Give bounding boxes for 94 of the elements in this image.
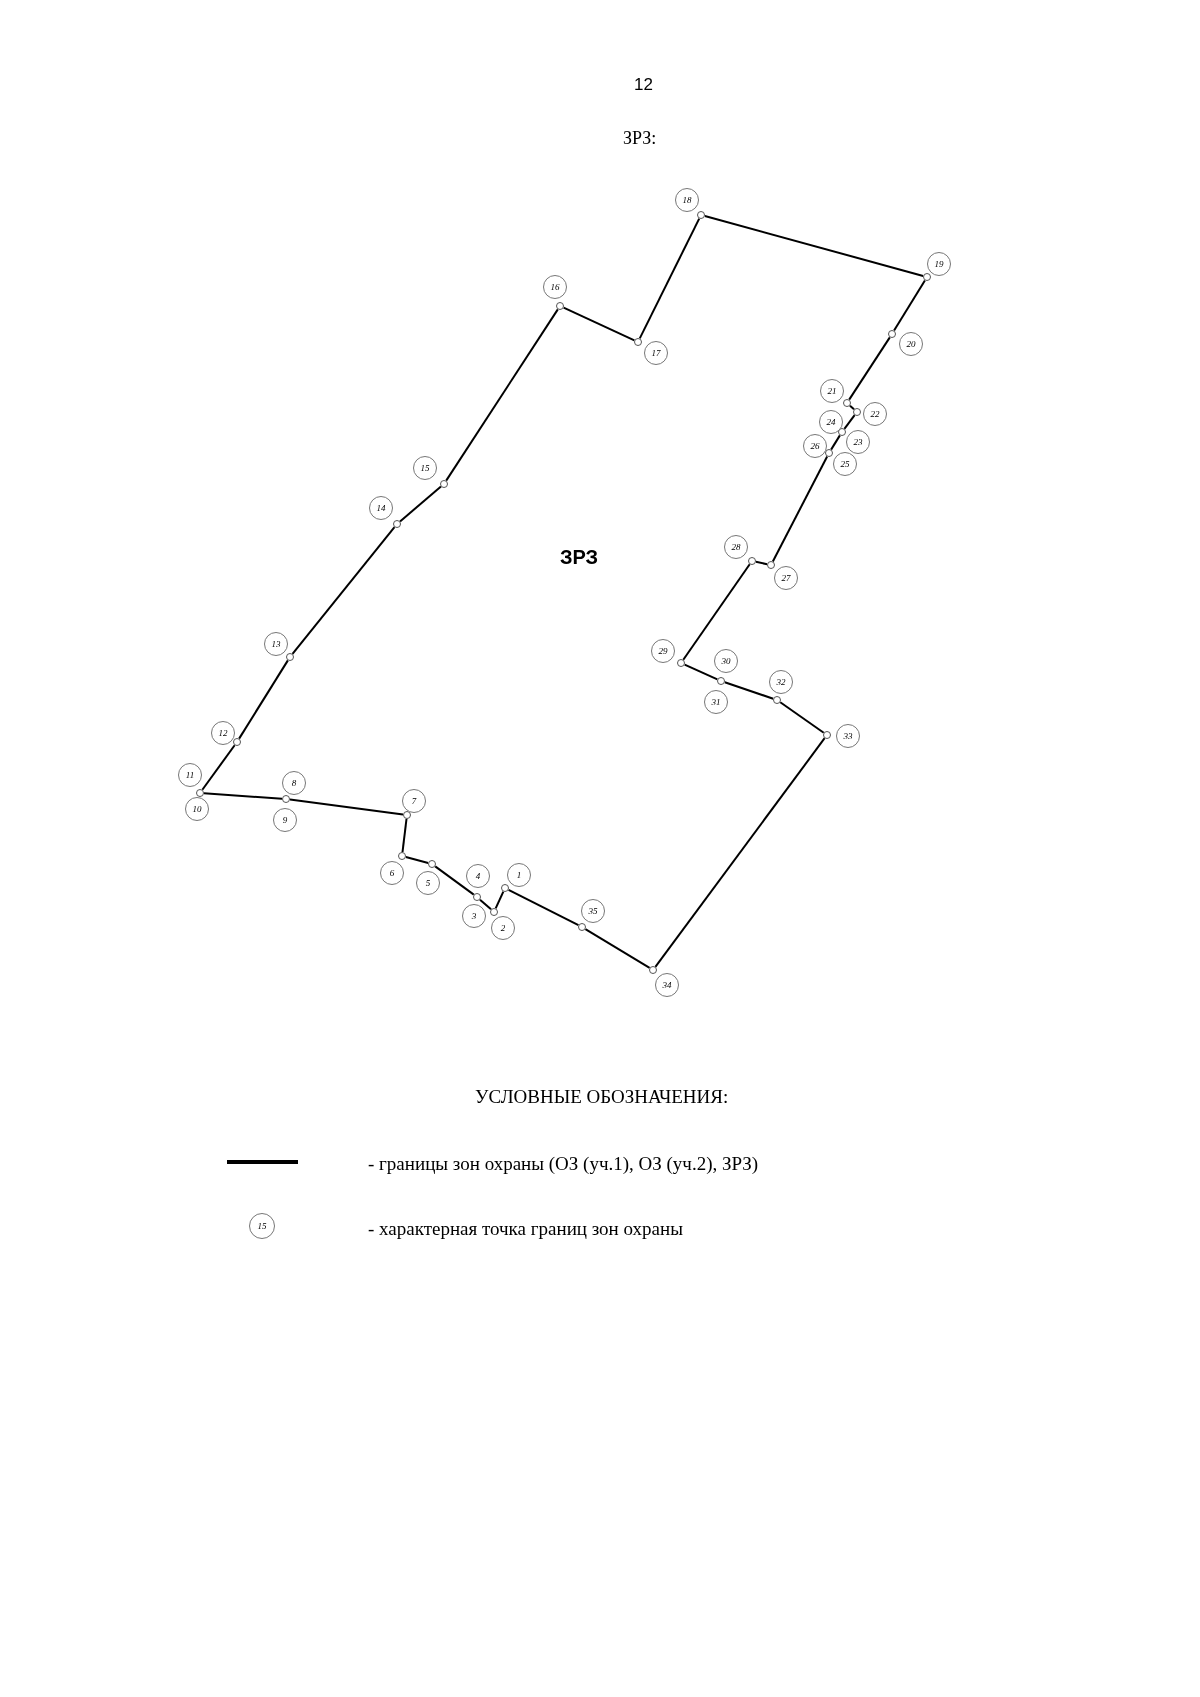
callout-number: 1 — [507, 863, 531, 887]
boundary-point — [578, 923, 586, 931]
boundary-point — [677, 659, 685, 667]
boundary-point — [233, 738, 241, 746]
callout-number: 31 — [704, 690, 728, 714]
boundary-line — [754, 560, 769, 566]
callout-number: 21 — [820, 379, 844, 403]
boundary-point — [282, 795, 290, 803]
callout-number: 5 — [416, 871, 440, 895]
callout-number: 26 — [803, 434, 827, 458]
boundary-line — [638, 217, 701, 340]
boundary-line — [771, 455, 829, 563]
boundary-point — [717, 677, 725, 685]
boundary-point — [748, 557, 756, 565]
callout-number: 27 — [774, 566, 798, 590]
legend-heading: УСЛОВНЫЕ ОБОЗНАЧЕНИЯ: — [475, 1085, 729, 1109]
boundary-line — [201, 744, 236, 791]
boundary-line — [445, 308, 559, 482]
boundary-point — [556, 302, 564, 310]
boundary-point — [773, 696, 781, 704]
callout-number: 19 — [927, 252, 951, 276]
callout-number: 7 — [402, 789, 426, 813]
zone-label: ЗРЗ — [560, 545, 599, 570]
boundary-line — [562, 306, 636, 342]
callout-number: 6 — [380, 861, 404, 885]
callout-number: 3 — [462, 904, 486, 928]
boundary-line — [401, 817, 408, 854]
boundary-line — [399, 485, 442, 523]
boundary-point — [923, 273, 931, 281]
boundary-point — [634, 338, 642, 346]
boundary-point — [843, 399, 851, 407]
title: ЗРЗ: — [623, 127, 657, 150]
callout-number: 9 — [273, 808, 297, 832]
callout-number: 13 — [264, 632, 288, 656]
callout-number: 11 — [178, 763, 202, 787]
boundary-line — [683, 663, 719, 681]
boundary-point — [823, 731, 831, 739]
callout-number: 25 — [833, 452, 857, 476]
callout-number: 30 — [714, 649, 738, 673]
boundary-line — [203, 792, 283, 800]
callout-number: 34 — [655, 973, 679, 997]
boundary-point — [473, 893, 481, 901]
callout-number: 12 — [211, 721, 235, 745]
boundary-point — [888, 330, 896, 338]
callout-number: 22 — [863, 402, 887, 426]
boundary-point — [286, 653, 294, 661]
boundary-line — [843, 414, 856, 430]
boundary-point — [853, 408, 861, 416]
callout-number: 2 — [491, 916, 515, 940]
boundary-point — [649, 966, 657, 974]
callout-number: 8 — [282, 771, 306, 795]
boundary-line — [893, 279, 926, 332]
boundary-line — [507, 888, 580, 927]
boundary-line — [848, 336, 891, 401]
boundary-point — [398, 852, 406, 860]
boundary-line — [703, 215, 925, 277]
boundary-point — [428, 860, 436, 868]
boundary-line — [830, 434, 841, 451]
callout-number: 4 — [466, 864, 490, 888]
callout-number: 17 — [644, 341, 668, 365]
boundary-line — [723, 681, 775, 700]
callout-number: 23 — [846, 430, 870, 454]
callout-number: 10 — [185, 797, 209, 821]
boundary-point — [767, 561, 775, 569]
boundary-point — [196, 789, 204, 797]
callout-number: 33 — [836, 724, 860, 748]
callout-number: 16 — [543, 275, 567, 299]
callout-number: 35 — [581, 899, 605, 923]
callout-number: 24 — [819, 410, 843, 434]
callout-number: 32 — [769, 670, 793, 694]
boundary-line — [291, 526, 396, 655]
callout-number: 20 — [899, 332, 923, 356]
boundary-line — [404, 856, 430, 864]
boundary-line — [288, 798, 405, 816]
boundary-point — [501, 884, 509, 892]
callout-number: 14 — [369, 496, 393, 520]
callout-number: 29 — [651, 639, 675, 663]
boundary-line — [779, 701, 825, 734]
boundary-point — [697, 211, 705, 219]
page-number: 12 — [634, 74, 653, 96]
boundary-point — [440, 480, 448, 488]
boundary-line — [434, 865, 475, 896]
boundary-line — [584, 928, 651, 969]
callout-number: 15 — [413, 456, 437, 480]
callout-number: 28 — [724, 535, 748, 559]
boundary-line — [238, 659, 289, 740]
legend-text: - характерная точка границ зон охраны — [368, 1217, 683, 1241]
legend-text: - границы зон охраны (ОЗ (уч.1), ОЗ (уч.2), ЗРЗ) — [368, 1152, 759, 1176]
boundary-line — [654, 737, 826, 968]
callout-number: 18 — [675, 188, 699, 212]
boundary-point — [490, 908, 498, 916]
boundary-point — [393, 520, 401, 528]
boundary-line — [682, 563, 751, 661]
boundary-line — [494, 890, 505, 910]
